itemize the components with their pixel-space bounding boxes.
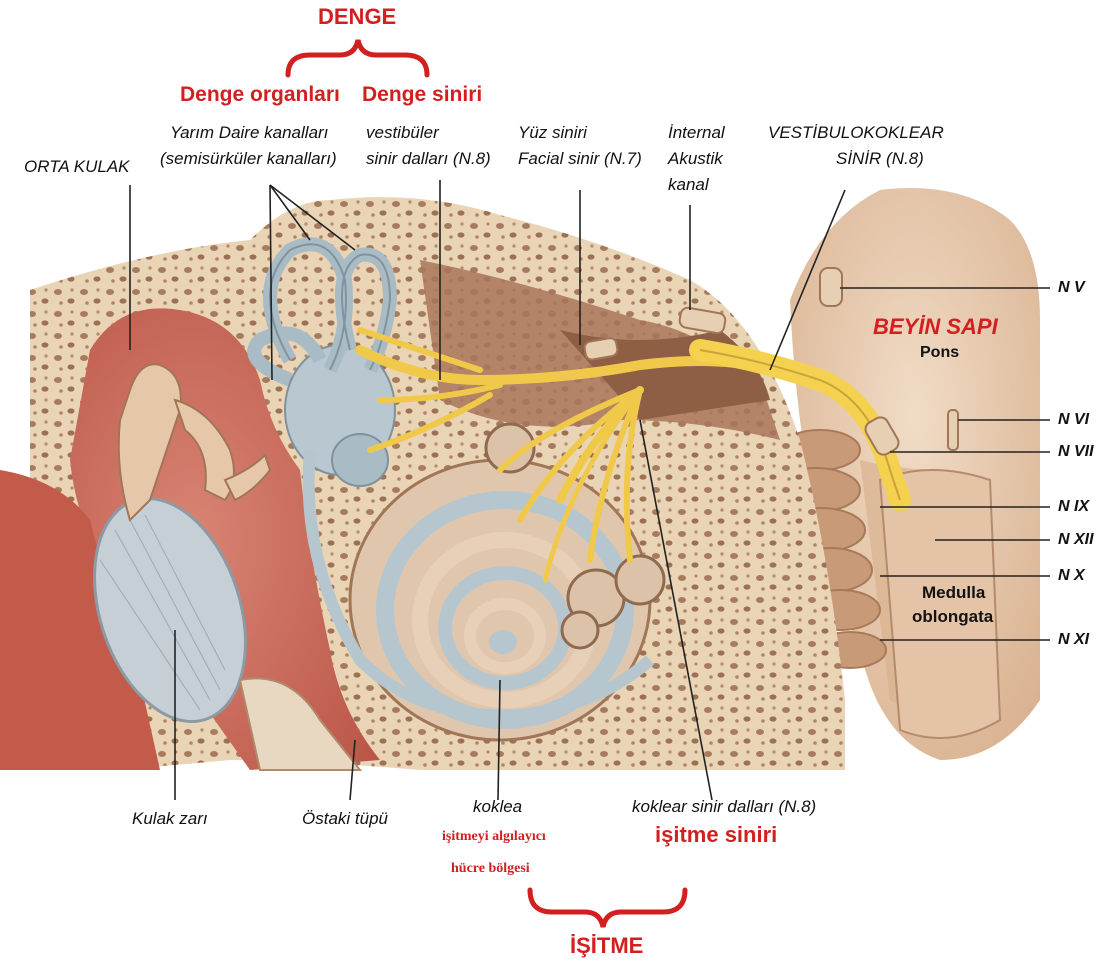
label-vestibuler-2: sinir dalları (N.8) (366, 148, 491, 169)
nerve-label-nv: N V (1058, 279, 1085, 297)
label-koklea: koklea (473, 796, 522, 817)
label-isitme: İŞİTME (570, 935, 643, 956)
label-isitme-siniri: işitme siniri (655, 824, 777, 845)
brace-denge (288, 40, 427, 75)
nerve-label-nx: N X (1058, 567, 1085, 585)
label-internal-1: İnternal (668, 122, 725, 143)
label-vestibuler-1: vestibüler (366, 122, 439, 143)
label-vestibulokoklear-2: SİNİR (N.8) (836, 148, 924, 169)
label-vestibulokoklear-1: VESTİBULOKOKLEAR (768, 122, 944, 143)
label-internal-3: kanal (668, 174, 709, 195)
label-internal-2: Akustik (668, 148, 723, 169)
label-denge-siniri: Denge siniri (362, 84, 482, 105)
label-denge-organlari: Denge organları (180, 84, 340, 105)
label-kulak-zari: Kulak zarı (132, 808, 208, 829)
nerve-label-nxi: N XI (1058, 631, 1089, 649)
label-pons: Pons (920, 342, 959, 363)
label-yuz-siniri-2: Facial sinir (N.7) (518, 148, 642, 169)
brace-isitme (530, 890, 685, 927)
label-yuz-siniri-1: Yüz siniri (518, 122, 587, 143)
label-ostaki-tupu: Östaki tüpü (302, 808, 388, 829)
label-medulla-2: oblongata (912, 606, 993, 627)
label-denge: DENGE (318, 6, 396, 27)
label-koklear: koklear sinir dalları (N.8) (632, 796, 816, 817)
nerve-label-nxii: N XII (1058, 531, 1094, 549)
label-yarim-daire-2: (semisürküler kanalları) (160, 148, 337, 169)
nerve-label-nvi: N VI (1058, 411, 1089, 429)
label-isitmeyi-1: işitmeyi algılayıcı (442, 826, 546, 847)
nerve-label-nvii: N VII (1058, 443, 1094, 461)
label-beyin-sapi: BEYİN SAPI (873, 316, 998, 337)
label-yarim-daire-1: Yarım Daire kanalları (170, 122, 328, 143)
label-orta-kulak: ORTA KULAK (24, 156, 130, 177)
label-medulla-1: Medulla (922, 582, 985, 603)
nerve-label-nix: N IX (1058, 498, 1089, 516)
label-isitmeyi-2: hücre bölgesi (451, 858, 530, 879)
